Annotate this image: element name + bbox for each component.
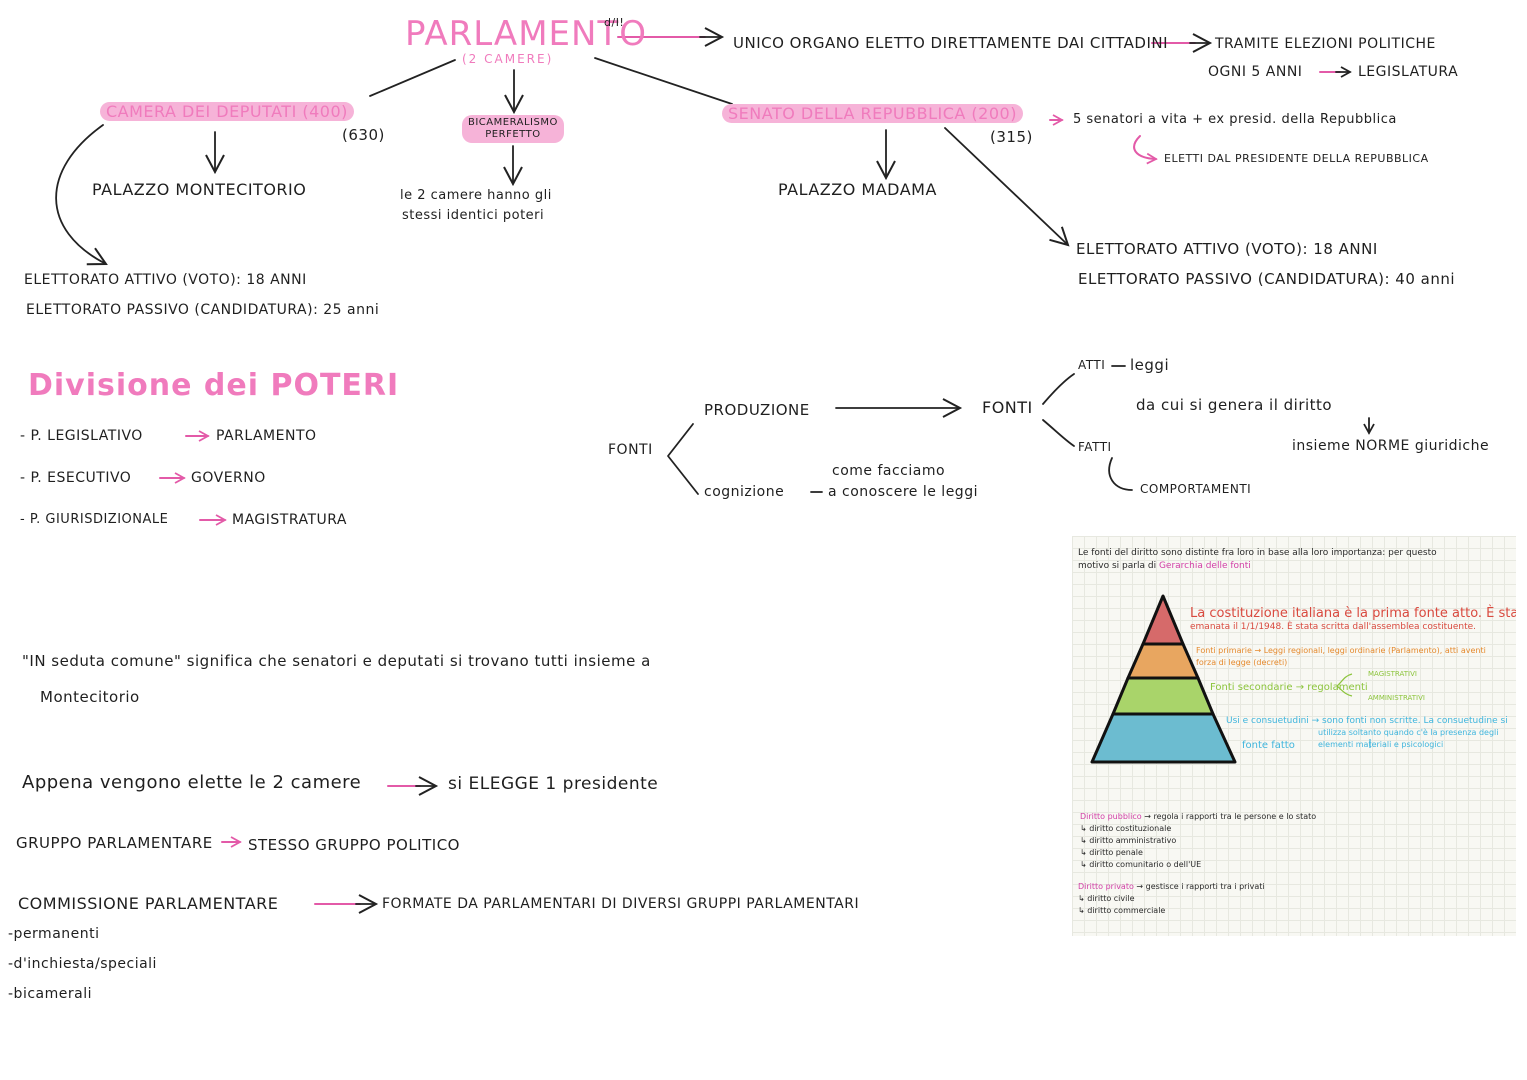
unico-organo-text: UNICO ORGANO ELETTO DIRETTAMENTE DAI CIT… — [733, 34, 1169, 52]
fonti-leggi: leggi — [1130, 356, 1170, 374]
commissione-parlamentare: COMMISSIONE PARLAMENTARE — [18, 894, 279, 913]
palazzo-montecitorio: PALAZZO MONTECITORIO — [92, 180, 307, 199]
potere-esecutivo: - P. ESECUTIVO — [20, 470, 132, 486]
inset-costituzione-1: La costituzione italiana è la prima font… — [1190, 606, 1516, 621]
gruppo-parlamentare: GRUPPO PARLAMENTARE — [16, 834, 213, 852]
inset-amministrativi: AMMINISTRATIVI — [1368, 694, 1425, 702]
palazzo-madama: PALAZZO MADAMA — [778, 180, 937, 199]
bicameralismo-desc-1: le 2 camere hanno gli — [400, 188, 552, 203]
camera-deputati-title: CAMERA DEI DEPUTATI (400) — [100, 102, 354, 121]
inset-diritto-pubblico: Diritto pubblico — [1080, 812, 1142, 821]
insieme-norme: insieme NORME giuridiche — [1292, 438, 1490, 454]
potere-legislativo: - P. LEGISLATIVO — [20, 428, 143, 444]
parlamento-subtitle: (2 CAMERE) — [462, 52, 554, 66]
legislatura-text: LEGISLATURA — [1358, 64, 1459, 80]
fonti-produzione: PRODUZIONE — [704, 401, 810, 419]
fonti-root: FONTI — [608, 442, 653, 458]
commissione-permanenti: -permanenti — [8, 926, 100, 942]
fonti-fatti: FATTI — [1078, 440, 1112, 454]
fonti-atti: ATTI — [1078, 358, 1106, 372]
potere-esecutivo-target: GOVERNO — [191, 470, 266, 486]
fonti-cognizione: cognizione — [704, 484, 785, 500]
senatori-a-vita-text: 5 senatori a vita + ex presid. della Rep… — [1073, 112, 1397, 127]
eletti-dal-presidente-text: ELETTI DAL PRESIDENTE DELLA REPUBBLICA — [1164, 152, 1429, 165]
seduta-comune-line-2: Montecitorio — [40, 688, 140, 706]
tramite-elezioni-text: TRAMITE ELEZIONI POLITICHE — [1215, 36, 1436, 52]
inset-costituzione-2: emanata il 1/1/1948. È stata scritta dal… — [1190, 622, 1477, 632]
camera-elettorato-passivo: ELETTORATO PASSIVO (CANDIDATURA): 25 ann… — [26, 302, 380, 318]
senato-old-count: (315) — [990, 128, 1033, 146]
bicameralismo-desc-2: stessi identici poteri — [402, 208, 545, 223]
fonti-comportamenti: COMPORTAMENTI — [1140, 482, 1252, 496]
pyramid-layer-consuetudini — [1090, 712, 1237, 764]
si-elegge-presidente: si ELEGGE 1 presidente — [448, 774, 659, 794]
pyramid-layer-primarie — [1126, 642, 1200, 680]
inset-pubblico-item-1: diritto costituzionale — [1089, 824, 1172, 833]
bicameralismo-title-1: BICAMERALISMO — [468, 117, 558, 128]
inset-primarie-2: forza di legge (decreti) — [1196, 658, 1288, 667]
potere-giurisdizionale-target: MAGISTRATURA — [232, 512, 348, 528]
come-facciamo-2: a conoscere le leggi — [828, 484, 978, 500]
parlamento-title: PARLAMENTO — [405, 14, 647, 54]
pyramid-layer-secondarie — [1111, 676, 1215, 716]
camera-old-count: (630) — [342, 126, 385, 144]
potere-legislativo-target: PARLAMENTO — [216, 428, 317, 444]
pyramid-figure — [1090, 594, 1371, 764]
appena-vengono-elette: Appena vengono elette le 2 camere — [22, 772, 362, 793]
senato-title: SENATO DELLA REPUBBLICA (200) — [722, 104, 1023, 123]
inset-fonte-fatto: fonte fatto — [1242, 740, 1295, 751]
bicameralismo-badge: BICAMERALISMO PERFETTO — [462, 115, 564, 143]
inset-magistrativi: MAGISTRATIVI — [1368, 670, 1417, 678]
inset-privato-desc: → gestisce i rapporti tra i privati — [1136, 882, 1265, 891]
divisione-poteri-title: Divisione dei POTERI — [28, 368, 400, 403]
inset-pubblico-desc: → regola i rapporti tra le persone e lo … — [1144, 812, 1317, 821]
senato-elettorato-passivo: ELETTORATO PASSIVO (CANDIDATURA): 40 ann… — [1078, 270, 1455, 288]
inset-usi-1: Usi e consuetudini → sono fonti non scri… — [1226, 716, 1508, 726]
inset-secondarie: Fonti secondarie → regolamenti — [1210, 682, 1368, 693]
commissione-bicamerali: -bicamerali — [8, 986, 92, 1002]
bicameralismo-title-2: PERFETTO — [485, 129, 541, 140]
ogni-5-anni-text: OGNI 5 ANNI — [1208, 64, 1303, 80]
stesso-gruppo-politico: STESSO GRUPPO POLITICO — [248, 836, 460, 854]
formate-da-parlamentari: FORMATE DA PARLAMENTARI DI DIVERSI GRUPP… — [382, 896, 860, 912]
potere-giurisdizionale: - P. GIURISDIZIONALE — [20, 512, 169, 527]
inset-pubblico-item-2: diritto amministrativo — [1089, 836, 1177, 845]
come-facciamo-1: come facciamo — [832, 463, 946, 479]
gerarchia-fonti-notebook-image: Le fonti del diritto sono distinte fra l… — [1072, 536, 1516, 936]
parlamento-title-note: d/I! — [604, 16, 625, 29]
senato-elettorato-attivo: ELETTORATO ATTIVO (VOTO): 18 ANNI — [1076, 240, 1378, 258]
inset-gerarchia-label: Gerarchia delle fonti — [1158, 561, 1251, 571]
pyramid-layer-costituzione — [1141, 594, 1185, 646]
inset-privato-item-1: diritto civile — [1087, 894, 1135, 903]
inset-diritto-privato: Diritto privato — [1078, 882, 1134, 891]
inset-primarie-1: Fonti primarie → Leggi regionali, leggi … — [1196, 646, 1486, 655]
inset-privato-item-2: diritto commerciale — [1087, 906, 1166, 915]
inset-pubblico-item-4: diritto comunitario o dell'UE — [1089, 860, 1202, 869]
seduta-comune-line-1: "IN seduta comune" significa che senator… — [22, 652, 651, 670]
inset-intro-1: Le fonti del diritto sono distinte fra l… — [1078, 548, 1437, 558]
commissione-inchiesta: -d'inchiesta/speciali — [8, 956, 157, 972]
da-cui-si-genera: da cui si genera il diritto — [1136, 396, 1333, 414]
fonti-second: FONTI — [982, 398, 1033, 417]
inset-usi-2: utilizza soltanto quando c'è la presenza… — [1318, 728, 1499, 737]
inset-intro-2: motivo si parla di — [1078, 561, 1157, 571]
camera-elettorato-attivo: ELETTORATO ATTIVO (VOTO): 18 ANNI — [24, 272, 307, 288]
inset-usi-3: elementi materiali e psicologici — [1318, 740, 1444, 749]
inset-pubblico-item-3: diritto penale — [1089, 848, 1143, 857]
